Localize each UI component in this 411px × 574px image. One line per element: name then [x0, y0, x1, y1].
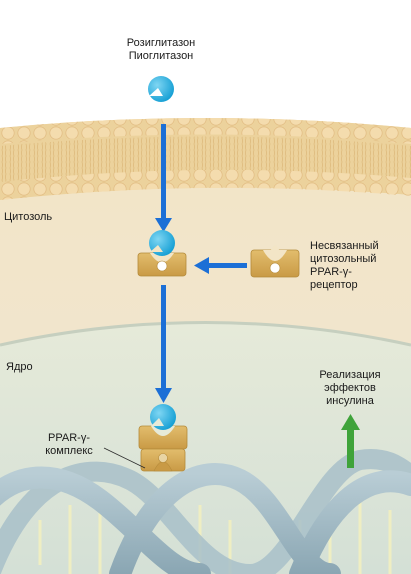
dna-strand-front: [0, 463, 411, 574]
pparg-complex-label: PPAR-γ- комплекс: [24, 432, 114, 458]
nucleus-label: Ядро: [6, 361, 33, 373]
insulin-effect-arrow: [341, 414, 360, 468]
nuclear-pparg-complex: [138, 404, 188, 472]
arrow-into-cell: [161, 124, 166, 221]
arrow-receptor-to-complex: [207, 263, 247, 268]
unbound-receptor-label-line4: рецептор: [310, 279, 358, 291]
pparg-complex-label-line1: PPAR-γ-: [48, 432, 90, 444]
unbound-pparg-receptor: [250, 245, 300, 278]
flow-arrows: [155, 124, 247, 403]
insulin-effect-label-line3: инсулина: [326, 395, 374, 407]
unbound-receptor-label-line2: цитозольный: [310, 253, 377, 265]
cell-membrane: [0, 118, 411, 200]
nuclear-envelope: [0, 321, 411, 347]
drug-name-rosiglitazone: Розиглитазон: [126, 37, 196, 49]
cytosol-ligand-receptor-complex: [137, 230, 187, 277]
unbound-receptor-label: Несвязанный цитозольный PPAR-γ- рецептор: [310, 240, 410, 292]
insulin-effect-label: Реализация эффектов инсулина: [300, 369, 400, 408]
cytosol-label: Цитозоль: [4, 211, 53, 223]
complex-leader-line: [103, 447, 146, 469]
arrow-into-nucleus: [161, 285, 166, 390]
drug-names-label: Розиглитазон Пиоглитазон: [111, 37, 211, 63]
pparg-complex-label-line2: комплекс: [45, 445, 93, 457]
dna-helix: [0, 449, 411, 574]
unbound-receptor-label-line1: Несвязанный: [310, 240, 379, 252]
insulin-effect-label-line1: Реализация: [319, 369, 381, 381]
unbound-receptor-label-line3: PPAR-γ-: [310, 266, 352, 278]
drug-name-pioglitazone: Пиоглитазон: [128, 50, 194, 62]
drug-ligand: [148, 76, 174, 102]
insulin-effect-label-line2: эффектов: [324, 382, 376, 394]
